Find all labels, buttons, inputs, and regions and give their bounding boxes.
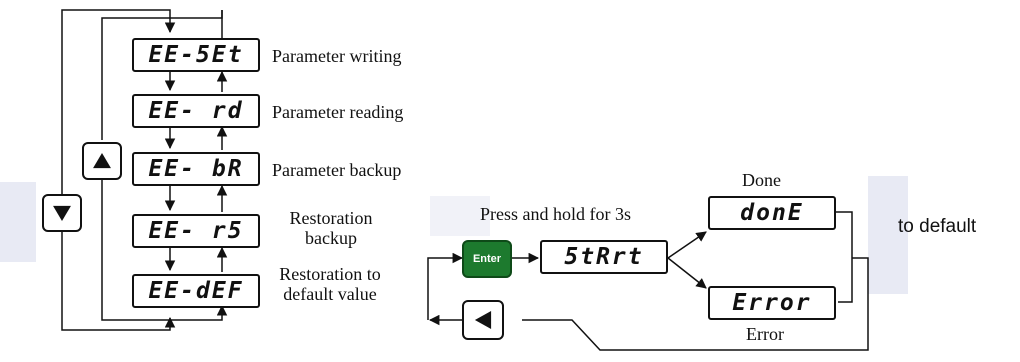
label-parameter-writing: Parameter writing (272, 46, 402, 66)
lcd-parameter-backup: EE- bR (132, 152, 260, 186)
lcd-restoration-backup: EE- r5 (132, 214, 260, 248)
lcd-error: Error (708, 286, 836, 320)
left-key-button[interactable] (462, 300, 504, 340)
lcd-done: donE (708, 196, 836, 230)
inner-loop-bottom (101, 180, 228, 321)
label-restoration-default-line1: Restoration to (279, 264, 381, 284)
label-restoration-backup-line1: Restoration (289, 208, 373, 228)
to-enter-line (427, 252, 464, 320)
enter-key-button[interactable]: Enter (462, 240, 512, 278)
start-to-error-arrow (667, 257, 707, 289)
start-to-done-arrow (667, 231, 707, 259)
lcd-restoration-default: EE-dEF (132, 274, 260, 308)
up-triangle-icon (93, 152, 111, 169)
watermark-middle-band (430, 196, 490, 236)
label-done: Done (742, 170, 781, 190)
done-return-line (836, 211, 853, 303)
label-error: Error (746, 324, 784, 344)
outer-loop-bottom (61, 230, 176, 331)
left-triangle-icon (474, 311, 492, 329)
label-restoration-backup-line2: backup (305, 228, 357, 248)
label-restoration-default-line2: default value (283, 284, 377, 304)
down-key-button[interactable] (42, 194, 82, 232)
outer-loop-line (61, 9, 176, 194)
lcd-start: 5tRrt (540, 240, 668, 274)
return-to-left-key (522, 257, 869, 351)
label-restoration-backup: Restoration backup (276, 208, 386, 248)
label-restoration-default: Restoration to default value (264, 264, 396, 304)
instruction-text: Press and hold for 3s (480, 204, 631, 224)
lcd-parameter-writing: EE-5Et (132, 38, 260, 72)
lcd-parameter-reading: EE- rd (132, 94, 260, 128)
down-triangle-icon (53, 205, 71, 222)
label-parameter-reading: Parameter reading (272, 102, 404, 122)
side-text-to-default: to default (898, 216, 977, 237)
label-parameter-backup: Parameter backup (272, 160, 402, 180)
watermark-right-bar (868, 176, 908, 294)
watermark-left-bar (0, 182, 36, 262)
up-key-button[interactable] (82, 142, 122, 180)
